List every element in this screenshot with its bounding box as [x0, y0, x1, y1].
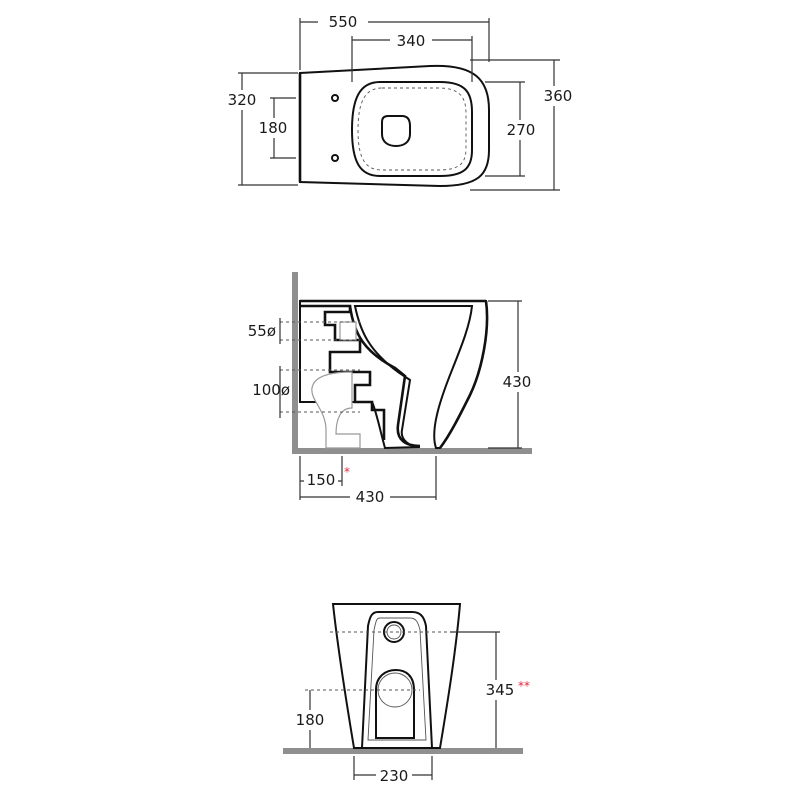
top-view-bowl-inner — [357, 87, 467, 171]
dim-width-bowl: 340 — [397, 32, 426, 50]
dim-fixing-spacing: 180 — [259, 119, 288, 137]
rear-view: 345 ** 180 230 — [283, 603, 530, 785]
rear-view-panel-inner — [367, 617, 427, 741]
dim-base-width: 230 — [380, 767, 409, 785]
top-view-drain — [381, 115, 411, 148]
dim-inlet-height-note: ** — [518, 679, 530, 693]
dim-depth-back: 320 — [228, 91, 257, 109]
dim-outlet-offset: 150 — [307, 471, 336, 489]
side-view: 55ø 100ø 430 150 * 430 — [248, 272, 536, 506]
dim-outlet-height: 180 — [296, 711, 325, 729]
inlet-pipe — [339, 321, 357, 341]
side-view-rear-housing — [300, 304, 386, 440]
side-view-outer-shell — [438, 300, 489, 449]
fixing-hole-bottom — [331, 154, 339, 162]
rear-outlet — [375, 668, 415, 739]
dim-outlet-diameter: 100ø — [252, 381, 290, 399]
floor — [292, 448, 532, 454]
dim-length: 430 — [356, 488, 385, 506]
dim-width-overall: 550 — [329, 13, 358, 31]
dim-inlet-diameter: 55ø — [248, 322, 276, 340]
dim-depth-bowl: 270 — [507, 121, 536, 139]
top-view: 550 340 360 270 320 180 — [224, 12, 576, 191]
dim-depth-overall: 360 — [544, 87, 573, 105]
fixing-hole-top — [331, 94, 339, 102]
wall — [292, 272, 298, 452]
top-view-bowl — [350, 81, 473, 177]
dim-outlet-offset-note: * — [344, 465, 350, 479]
dim-height: 430 — [503, 373, 532, 391]
dim-inlet-height: 345 — [486, 681, 515, 699]
outlet-bend — [311, 371, 361, 449]
rear-floor — [283, 748, 523, 754]
